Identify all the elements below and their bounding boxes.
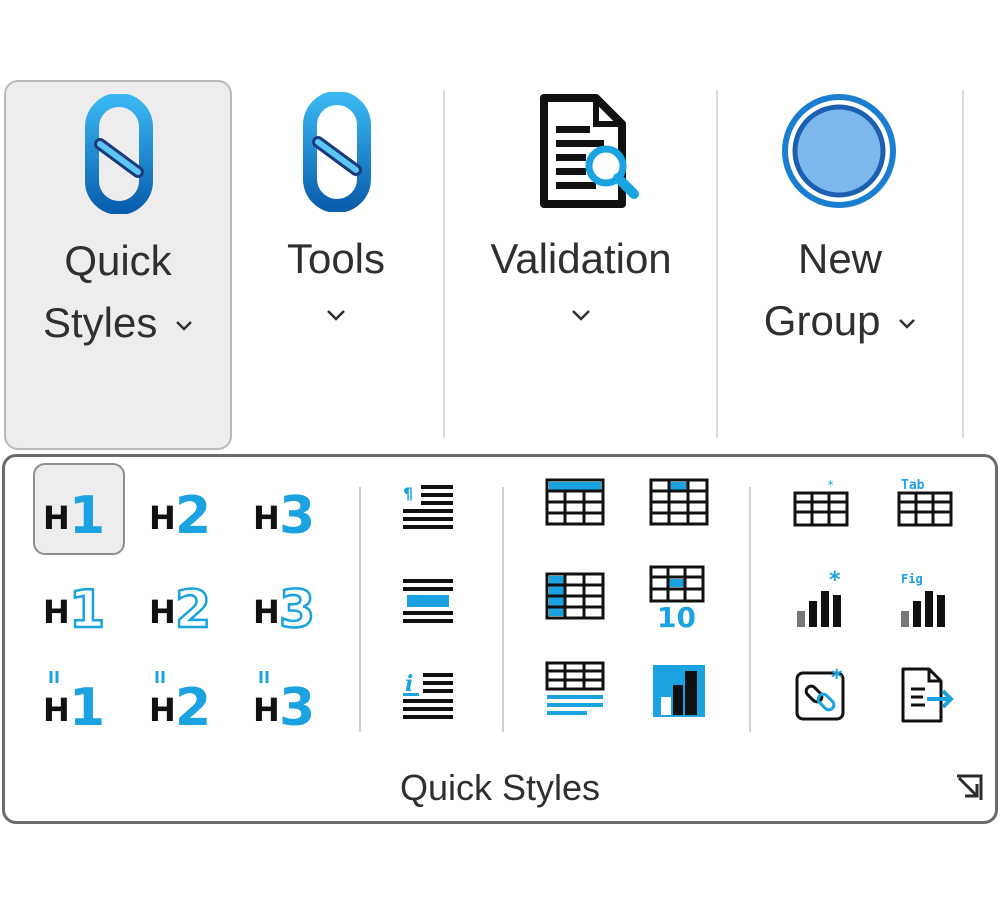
dialog-launcher-icon[interactable] — [953, 772, 985, 809]
ribbon-separator — [443, 90, 445, 438]
svg-text:H: H — [43, 593, 70, 631]
table-with-text-style[interactable] — [529, 645, 621, 737]
svg-text:3: 3 — [279, 580, 315, 633]
svg-text:Tab: Tab — [901, 478, 925, 493]
heading-2-unnumbered-style[interactable]: H 2 — [139, 651, 231, 743]
table-icon — [545, 478, 605, 526]
table-caption-label-icon: Tab — [897, 478, 953, 527]
heading-3-marker-icon: H 3 — [253, 671, 315, 729]
gallery-separator — [749, 487, 751, 732]
table-caption-icon: * — [793, 478, 849, 527]
table-header-style[interactable] — [529, 457, 621, 549]
svg-text:1: 1 — [69, 486, 105, 539]
svg-text:*: * — [831, 666, 843, 691]
figure-caption-label-style[interactable]: Fig — [881, 555, 973, 647]
link-icon: * — [795, 666, 845, 721]
document-export-icon — [901, 667, 954, 723]
svg-text:1: 1 — [69, 678, 105, 729]
table-icon — [649, 478, 709, 526]
gallery-separator — [502, 487, 504, 732]
info-paragraph-icon: i — [403, 671, 453, 719]
paragraph-icon: ¶ — [403, 484, 453, 529]
heading-2-outline-style[interactable]: H 2 — [139, 557, 231, 649]
tools-label: Tools — [236, 228, 436, 322]
new-group-label: New Group — [722, 228, 958, 352]
heading-1-icon: H 1 — [43, 486, 105, 539]
svg-text:2: 2 — [175, 678, 211, 729]
new-group-button[interactable]: New Group — [722, 80, 958, 450]
svg-text:H: H — [43, 691, 70, 729]
validation-button[interactable]: Validation — [450, 80, 712, 450]
gallery-separator — [359, 487, 361, 732]
table-first-column-style[interactable] — [529, 551, 621, 643]
svg-text:3: 3 — [279, 486, 315, 539]
heading-1-unnumbered-style[interactable]: H 1 — [33, 651, 125, 743]
svg-text:H: H — [149, 499, 176, 537]
svg-text:H: H — [253, 499, 280, 537]
link-icon — [85, 94, 153, 214]
validation-label: Validation — [450, 228, 712, 322]
svg-text:*: * — [829, 569, 841, 593]
tools-button[interactable]: Tools — [236, 80, 436, 450]
table-caption-label-style[interactable]: Tab — [881, 457, 973, 549]
chevron-down-icon — [327, 310, 345, 321]
heading-3-outline-style[interactable]: H 3 — [243, 557, 335, 649]
table-number-icon: 10 — [649, 565, 705, 629]
link-icon — [303, 92, 371, 212]
svg-text:H: H — [253, 593, 280, 631]
svg-text:H: H — [149, 691, 176, 729]
bar-chart-icon — [653, 665, 705, 717]
svg-text:3: 3 — [279, 678, 315, 729]
quick-styles-button[interactable]: Quick Styles — [4, 80, 232, 450]
figure-style[interactable] — [633, 645, 725, 737]
ribbon-separator — [962, 90, 964, 438]
svg-text:10: 10 — [657, 601, 696, 629]
quick-styles-gallery: H 1 H 2 H 3 H 1 H 2 H 3 — [2, 454, 998, 824]
circle-icon — [782, 94, 896, 208]
svg-text:2: 2 — [175, 486, 211, 539]
figure-caption-style[interactable]: * — [777, 555, 869, 647]
export-style[interactable] — [881, 649, 973, 741]
table-text-icon — [545, 661, 605, 715]
figure-caption-label-icon: Fig — [901, 572, 945, 627]
heading-1-marker-icon: H 1 — [43, 671, 105, 729]
heading-2-icon: H 2 — [149, 486, 211, 539]
heading-1-outline-icon: H 1 — [43, 579, 106, 633]
chevron-down-icon — [899, 319, 916, 329]
svg-text:H: H — [43, 499, 70, 537]
table-caption-style[interactable]: * — [777, 457, 869, 549]
svg-text:i: i — [405, 671, 413, 697]
table-number-style[interactable]: 10 — [633, 551, 725, 643]
svg-text:H: H — [253, 691, 280, 729]
table-icon — [545, 572, 605, 620]
quick-styles-label: Quick Styles — [6, 230, 230, 354]
svg-text:2: 2 — [175, 580, 211, 633]
chevron-down-icon — [176, 321, 192, 331]
ribbon-separator — [716, 90, 718, 438]
figure-caption-icon: * — [797, 569, 841, 627]
heading-2-outline-icon: H 2 — [149, 579, 212, 633]
chevron-down-icon — [572, 310, 590, 321]
heading-3-outline-icon: H 3 — [253, 579, 316, 633]
svg-text:¶: ¶ — [403, 484, 413, 503]
info-paragraph-style[interactable]: i — [383, 651, 475, 743]
group-label: Quick Styles — [399, 767, 601, 808]
document-search-icon — [540, 94, 639, 208]
heading-1-outline-style[interactable]: H 1 — [33, 557, 125, 649]
svg-text:*: * — [827, 478, 834, 492]
heading-1-style[interactable]: H 1 — [33, 463, 125, 555]
heading-2-style[interactable]: H 2 — [139, 463, 231, 555]
body-text-style[interactable]: ¶ — [383, 463, 475, 555]
svg-text:1: 1 — [69, 580, 105, 633]
svg-text:H: H — [149, 593, 176, 631]
highlighted-paragraph-icon — [403, 579, 453, 623]
heading-3-unnumbered-style[interactable]: H 3 — [243, 651, 335, 743]
table-grid-style[interactable] — [633, 457, 725, 549]
heading-3-style[interactable]: H 3 — [243, 463, 335, 555]
heading-3-icon: H 3 — [253, 486, 315, 539]
link-target-style[interactable]: * — [777, 649, 869, 741]
block-quote-style[interactable] — [383, 557, 475, 649]
heading-2-marker-icon: H 2 — [149, 671, 211, 729]
svg-text:Fig: Fig — [901, 572, 923, 586]
